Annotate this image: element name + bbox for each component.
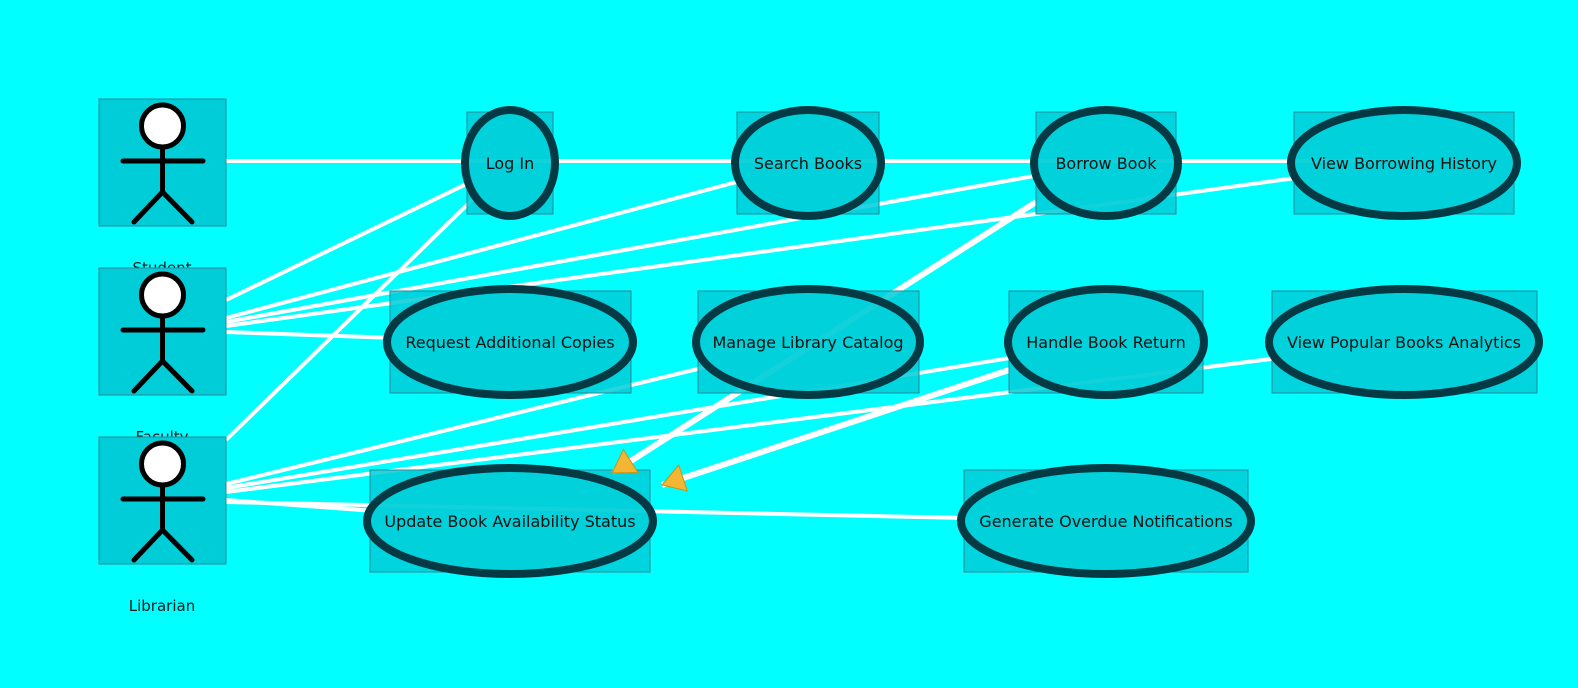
use-case-ellipse bbox=[692, 285, 924, 399]
actor-student: Student bbox=[98, 98, 227, 277]
association-line bbox=[224, 195, 477, 442]
include-arrowhead-icon bbox=[611, 448, 639, 474]
stick-figure-icon bbox=[120, 271, 206, 394]
use-case-label: Update Book Availability Status bbox=[384, 512, 635, 531]
actor-left-leg bbox=[131, 358, 165, 394]
use-case-search-books: Search Books bbox=[731, 106, 885, 220]
use-case-ellipse bbox=[1265, 285, 1543, 399]
actor-head bbox=[139, 271, 186, 319]
use-case-view-borrowing-history: View Borrowing History bbox=[1287, 106, 1521, 220]
include-arrowhead-icon bbox=[661, 464, 689, 492]
actor-faculty: Faculty bbox=[98, 267, 227, 446]
actor-right-leg bbox=[160, 527, 195, 563]
use-case-request-additional-copies: Request Additional Copies bbox=[383, 285, 637, 399]
use-case-ellipse bbox=[363, 464, 657, 578]
actor-head bbox=[139, 440, 186, 488]
include-line bbox=[661, 367, 1010, 488]
use-case-view-popular-books-analytics: View Popular Books Analytics bbox=[1265, 285, 1543, 399]
use-case-generate-overdue-notifications: Generate Overdue Notifications bbox=[957, 464, 1255, 578]
actor-head bbox=[139, 102, 186, 150]
use-case-update-book-availability-status: Update Book Availability Status bbox=[363, 464, 657, 578]
use-case-label: Log In bbox=[486, 154, 535, 173]
use-case-ellipse bbox=[383, 285, 637, 399]
use-case-log-in: Log In bbox=[461, 106, 559, 220]
use-case-ellipse bbox=[1030, 106, 1182, 220]
use-case-label: Manage Library Catalog bbox=[712, 333, 903, 352]
association-line bbox=[225, 330, 388, 340]
association-line bbox=[225, 173, 1037, 324]
actor-right-leg bbox=[160, 358, 195, 394]
association-line bbox=[225, 179, 740, 320]
use-case-ellipse bbox=[957, 464, 1255, 578]
use-case-label: Request Additional Copies bbox=[405, 333, 614, 352]
use-cases-group: Log In Search Books Borrow Book View Borrow… bbox=[363, 106, 1543, 578]
actor-right-leg bbox=[160, 189, 195, 225]
actor-label-librarian: Librarian bbox=[129, 597, 195, 615]
stick-figure-icon bbox=[120, 102, 206, 225]
use-case-label: View Popular Books Analytics bbox=[1287, 333, 1521, 352]
use-case-borrow-book: Borrow Book bbox=[1030, 106, 1182, 220]
use-case-label: Search Books bbox=[754, 154, 862, 173]
use-case-ellipse bbox=[1004, 285, 1208, 399]
use-case-ellipse bbox=[731, 106, 885, 220]
include-arrowheads bbox=[611, 448, 689, 492]
use-case-label: Handle Book Return bbox=[1026, 333, 1186, 352]
use-case-manage-library-catalog: Manage Library Catalog bbox=[692, 285, 924, 399]
use-case-ellipse bbox=[1287, 106, 1521, 220]
use-case-label: Generate Overdue Notifications bbox=[979, 512, 1232, 531]
actor-librarian: Librarian bbox=[98, 436, 227, 615]
association-line bbox=[225, 181, 470, 302]
use-case-label: View Borrowing History bbox=[1311, 154, 1497, 173]
use-case-ellipse bbox=[461, 106, 559, 220]
actor-left-leg bbox=[131, 189, 165, 225]
stick-figure-icon bbox=[120, 440, 206, 563]
actor-left-leg bbox=[131, 527, 165, 563]
use-case-handle-book-return: Handle Book Return bbox=[1004, 285, 1208, 399]
actors-group: StudentFacultyLibrarian bbox=[98, 98, 227, 615]
use-case-label: Borrow Book bbox=[1055, 154, 1157, 173]
